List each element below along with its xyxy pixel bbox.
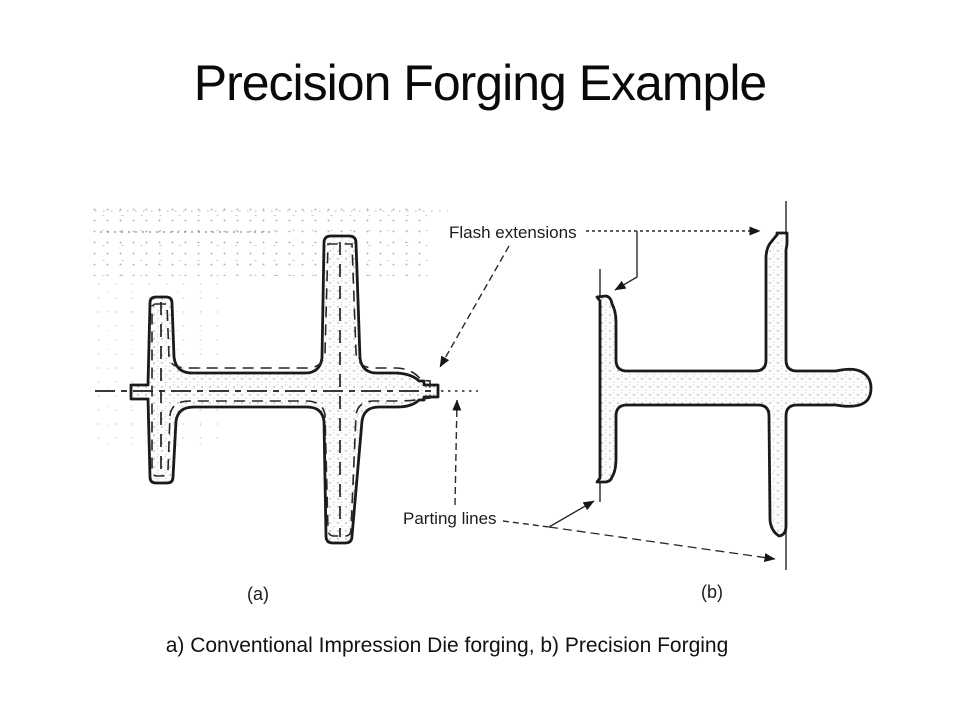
flash-leader-branch-b-left <box>614 231 638 291</box>
figure-a-label: (a) <box>247 584 269 604</box>
flash-extensions-label: Flash extensions <box>449 223 577 242</box>
slide-caption: a) Conventional Impression Die forging, … <box>165 634 729 657</box>
parting-lines-label: Parting lines <box>403 509 497 528</box>
flash-leader-to-a <box>439 245 510 368</box>
slide-title: Precision Forging Example <box>193 55 768 111</box>
figure-a-rib-centerlines-dashed <box>160 242 341 537</box>
figure-b-precision-forging: (b) <box>595 201 873 602</box>
parting-lines-annotation: Parting lines <box>403 399 776 562</box>
figure-a-machined-outline-dashed <box>151 243 431 537</box>
figure-b-label: (b) <box>701 582 723 602</box>
parting-leader-to-a <box>452 399 462 506</box>
figure-b-part-outline <box>595 231 873 538</box>
parting-leader-stem <box>502 520 550 528</box>
figure-a-conventional-forging: (a) <box>95 234 478 604</box>
parting-leader-to-b-right <box>548 526 776 562</box>
parting-leader-to-b-left <box>548 500 595 528</box>
scan-dotted-rows <box>95 210 448 233</box>
figure-a-part-outline <box>129 234 440 545</box>
flash-extensions-annotation: Flash extensions <box>439 223 761 368</box>
